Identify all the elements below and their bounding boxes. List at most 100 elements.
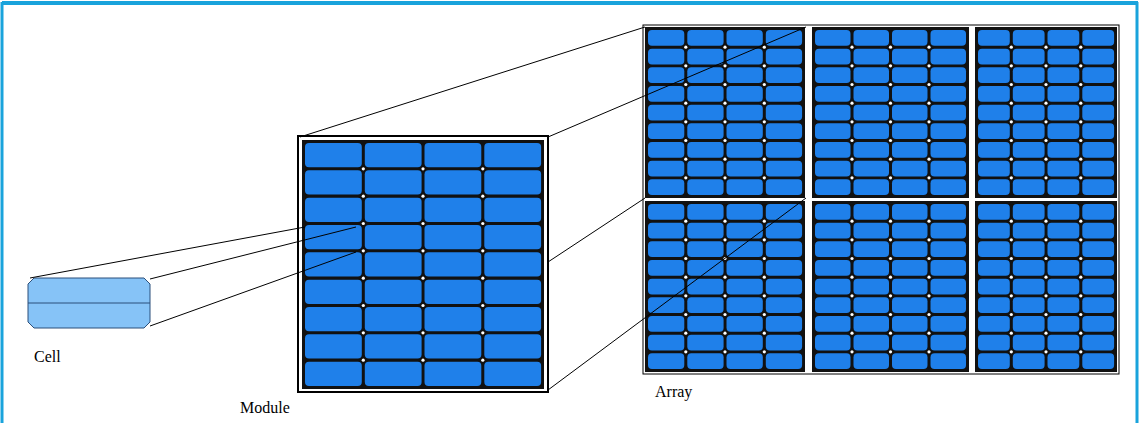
cell-joint [763, 350, 766, 353]
pv-cell [727, 204, 763, 220]
pv-cell [978, 49, 1010, 65]
cell-joint [1044, 120, 1047, 123]
pv-cell [931, 279, 967, 295]
cell-joint [1010, 313, 1013, 316]
pv-cell [687, 353, 723, 369]
cell-joint [850, 313, 853, 316]
cell-joint [1010, 120, 1013, 123]
pv-cell [687, 204, 723, 220]
cell-joint [1044, 158, 1047, 161]
cell-joint [1010, 158, 1013, 161]
pv-cell [648, 316, 684, 332]
pv-cell [484, 334, 541, 358]
pv-cell [815, 335, 851, 351]
pv-cell [766, 105, 802, 121]
pv-cell [978, 179, 1010, 195]
cell-joint [481, 195, 484, 198]
module-backsheet [302, 140, 544, 389]
pv-cell [648, 335, 684, 351]
pv-cell [648, 142, 684, 158]
frame-top [2, 1, 1138, 5]
cell-joint [763, 176, 766, 179]
cell-joint [362, 195, 365, 198]
pv-cell [931, 142, 967, 158]
pv-cell [687, 30, 723, 46]
pv-cell [727, 316, 763, 332]
pv-cell [892, 161, 928, 177]
cell-joint [723, 46, 726, 49]
pv-cell [815, 279, 851, 295]
cell-joint [481, 331, 484, 334]
pv-cell [931, 105, 967, 121]
pv-cell [815, 142, 851, 158]
pv-cell [305, 280, 362, 304]
pv-cell [766, 30, 802, 46]
pv-cell [1048, 86, 1080, 102]
pv-cell [1013, 335, 1045, 351]
cell-joint [684, 176, 687, 179]
pv-cell [931, 86, 967, 102]
pv-cell [305, 334, 362, 358]
cell-joint [927, 276, 930, 279]
pv-cell [425, 334, 482, 358]
pv-cell [1082, 179, 1114, 195]
cell-joint [1079, 332, 1082, 335]
pv-cell [687, 49, 723, 65]
pv-cell [484, 225, 541, 249]
cell-joint [723, 313, 726, 316]
pv-cell [892, 279, 928, 295]
pv-cell [305, 198, 362, 222]
cell-joint [889, 139, 892, 142]
pv-cell [687, 316, 723, 332]
pv-cell [766, 353, 802, 369]
pv-cell [931, 161, 967, 177]
pv-cell [1013, 316, 1045, 332]
pv-cell [687, 86, 723, 102]
pv-cell [1048, 260, 1080, 276]
pv-cell [1048, 353, 1080, 369]
pv-cell [727, 67, 763, 83]
cell-joint [1044, 238, 1047, 241]
pv-cell [365, 252, 422, 276]
cell-joint [723, 176, 726, 179]
pv-cell [365, 362, 422, 386]
cell-joint [889, 46, 892, 49]
cell-joint [763, 139, 766, 142]
pv-cell [766, 335, 802, 351]
pv-cell [892, 223, 928, 239]
pv-cell [365, 280, 422, 304]
cell-joint [927, 257, 930, 260]
pv-cell [365, 198, 422, 222]
pv-cell [648, 123, 684, 139]
pv-cell [484, 198, 541, 222]
pv-cell [1013, 86, 1045, 102]
pv-cell [892, 67, 928, 83]
cell-joint [1044, 102, 1047, 105]
cell-joint [763, 158, 766, 161]
pv-cell [687, 223, 723, 239]
cell-joint [1079, 313, 1082, 316]
cell-joint [889, 83, 892, 86]
array-module [645, 201, 805, 372]
cell-joint [421, 277, 424, 280]
cell-joint [684, 294, 687, 297]
pv-cell [892, 142, 928, 158]
module-frame [298, 136, 548, 392]
pv-cell [815, 123, 851, 139]
pv-cell [1082, 353, 1114, 369]
cell-joint [1044, 332, 1047, 335]
pv-cell [978, 204, 1010, 220]
cell-joint [763, 238, 766, 241]
pv-cell [1048, 297, 1080, 313]
array-label: Array [655, 383, 692, 401]
pv-cell [931, 297, 967, 313]
cell-joint [421, 304, 424, 307]
module-label: Module [240, 399, 290, 417]
cell-joint [481, 222, 484, 225]
cell-joint [684, 46, 687, 49]
cell-joint [927, 350, 930, 353]
cell-joint [763, 276, 766, 279]
cell-joint [1044, 139, 1047, 142]
cell-joint [889, 332, 892, 335]
